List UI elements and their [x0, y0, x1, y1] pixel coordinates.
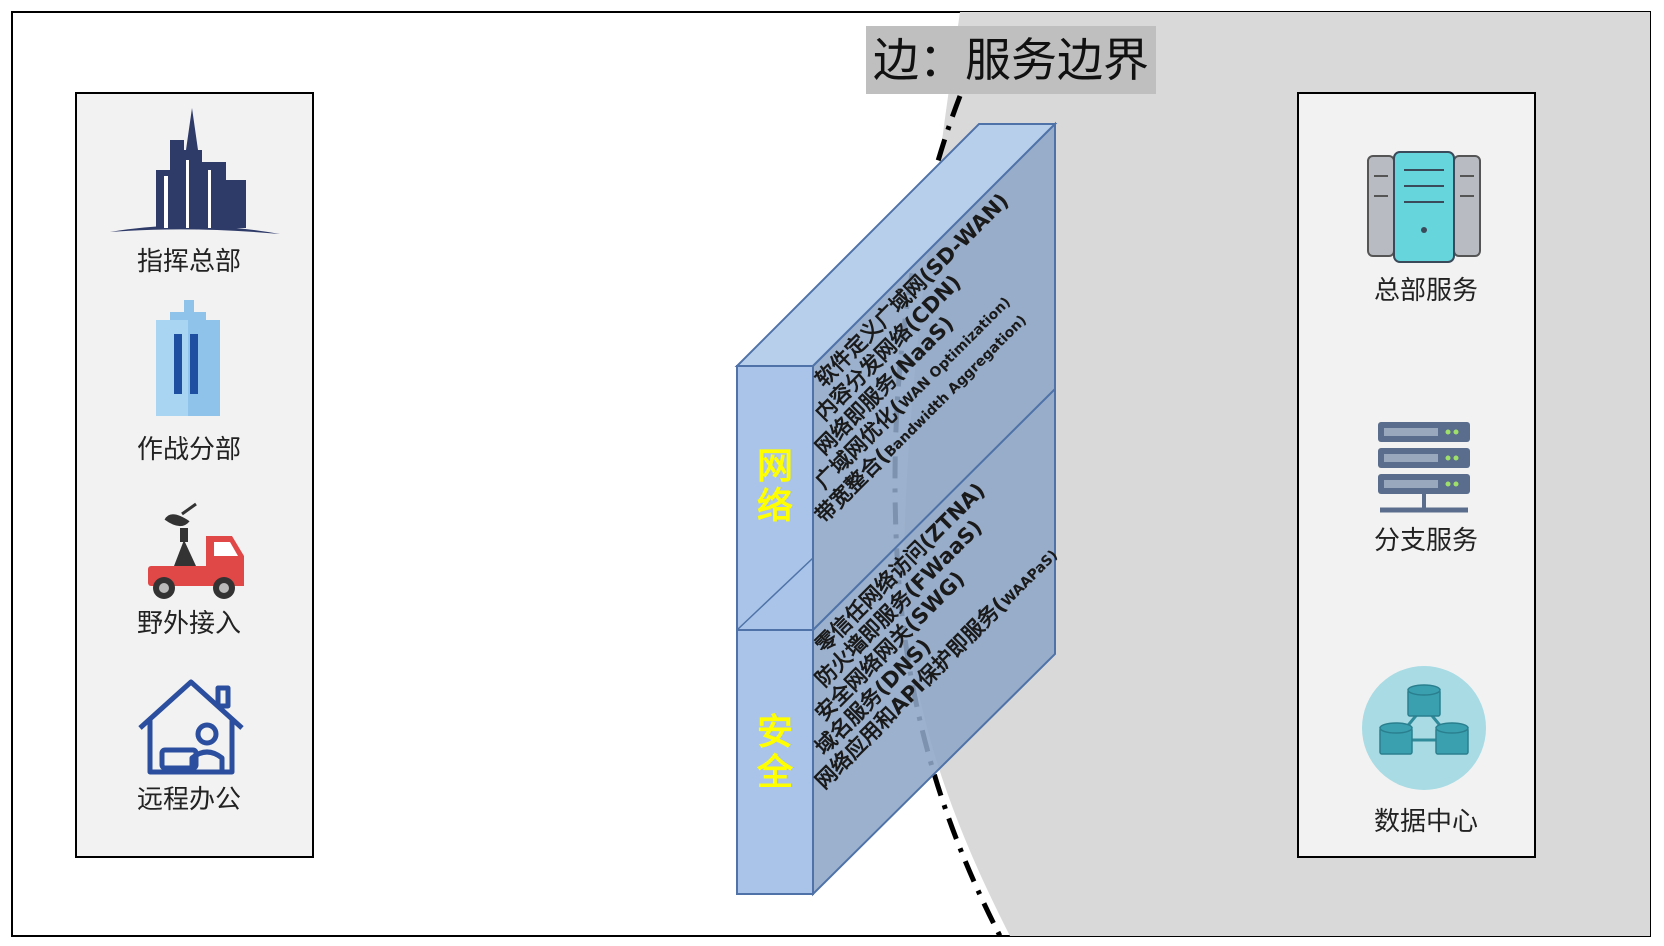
- left-item-label-3: 远程办公: [137, 785, 241, 815]
- left-item-label-2: 野外接入: [137, 609, 241, 639]
- edge-wall: 网 络 安 全 软件定义广域网(SD-WAN)内容分发网络(CDN)网络即服务(…: [734, 121, 1061, 897]
- network-band-label-0: 网: [757, 446, 793, 487]
- diagram-title: 边：服务边界: [873, 33, 1149, 87]
- left-panel: 指挥总部 作战分部 野外接入: [75, 92, 314, 858]
- right-item-label-1: 分支服务: [1374, 526, 1478, 556]
- branch-building-icon: [156, 300, 220, 416]
- security-band-label-0: 安: [757, 712, 793, 753]
- title-box: [866, 26, 1156, 94]
- right-item-label-2: 数据中心: [1374, 807, 1478, 837]
- right-panel: 总部服务 分支服务: [1297, 92, 1536, 858]
- security-band-label-1: 全: [756, 751, 794, 793]
- server-rack-icon: [1378, 422, 1470, 513]
- right-item-label-0: 总部服务: [1374, 276, 1478, 306]
- network-band-label-1: 络: [757, 485, 793, 527]
- left-item-label-0: 指挥总部: [137, 247, 241, 277]
- hq-server-icon: [1367, 151, 1481, 263]
- security-band: [736, 629, 814, 895]
- left-item-label-1: 作战分部: [137, 435, 241, 465]
- headquarters-building-icon: [110, 108, 280, 234]
- satellite-truck-icon: [148, 502, 244, 599]
- network-band: [736, 365, 814, 631]
- database-network-icon: [1362, 666, 1486, 790]
- home-office-icon: [138, 679, 244, 775]
